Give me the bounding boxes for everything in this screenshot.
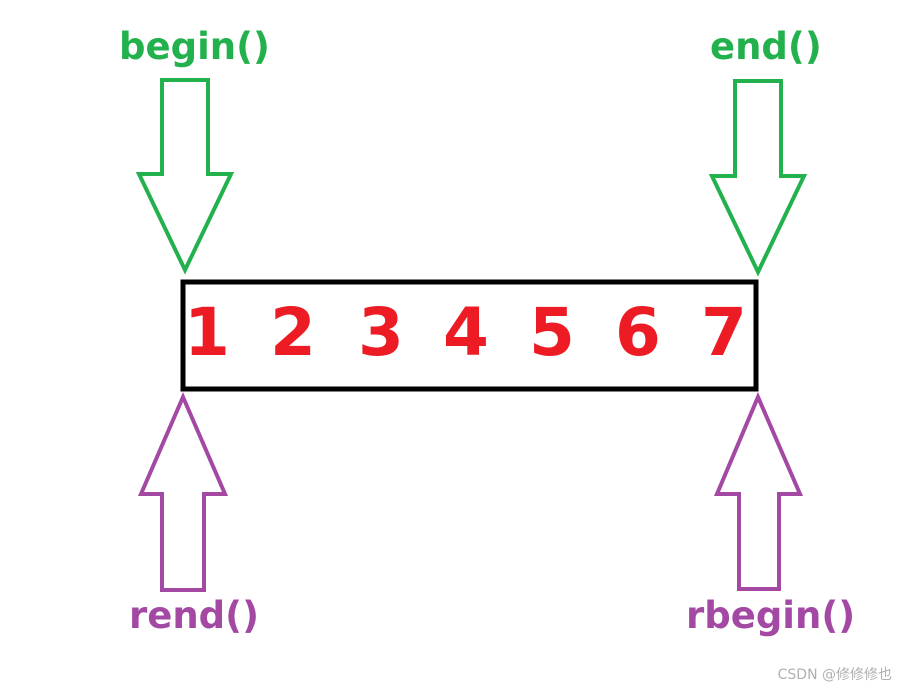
begin-arrow-icon xyxy=(135,78,235,275)
element-2: 2 xyxy=(270,294,316,371)
begin-label: begin() xyxy=(119,25,270,68)
element-4: 4 xyxy=(443,294,489,371)
rend-label: rend() xyxy=(129,594,259,637)
watermark: CSDN @修修修也 xyxy=(777,667,892,683)
element-5: 5 xyxy=(529,294,575,371)
rend-arrow-icon xyxy=(137,391,229,592)
rbegin-label: rbegin() xyxy=(686,594,856,637)
element-1: 1 xyxy=(184,294,230,371)
container-box xyxy=(180,279,759,392)
end-arrow-icon xyxy=(708,79,808,277)
element-6: 6 xyxy=(615,294,661,371)
element-7: 7 xyxy=(701,294,747,371)
end-label: end() xyxy=(710,25,822,68)
element-3: 3 xyxy=(358,294,404,371)
rbegin-arrow-icon xyxy=(713,391,804,591)
